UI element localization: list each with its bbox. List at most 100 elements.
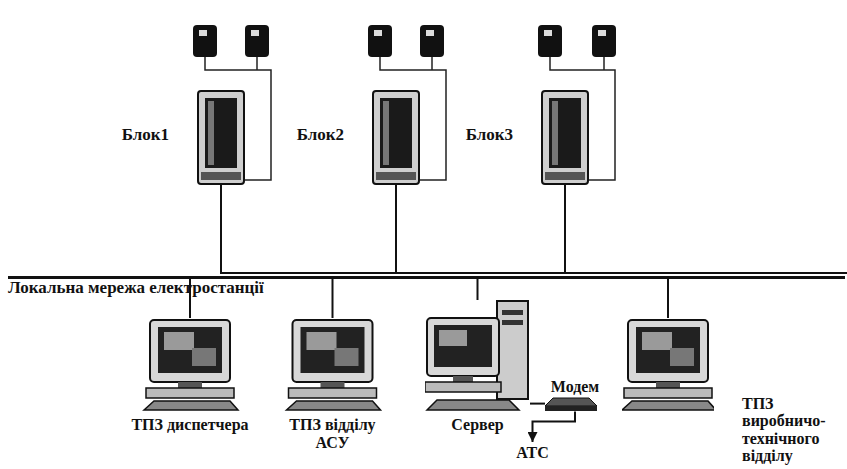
sensor-wire <box>256 57 258 70</box>
cabinet-body <box>542 91 588 184</box>
node-label: Модем <box>545 378 605 396</box>
cabinet-door <box>380 98 412 168</box>
keyboard <box>622 401 714 410</box>
cabinet-highlight <box>552 101 558 165</box>
monitor-frame <box>628 320 708 382</box>
drive-bay <box>502 310 523 315</box>
sensor-device <box>420 25 444 57</box>
sensor-highlight <box>199 30 207 36</box>
monitor-stand <box>656 382 680 388</box>
system-case <box>289 388 377 398</box>
sensor-highlights <box>199 30 606 36</box>
sensor-highlight <box>251 30 259 36</box>
network-link <box>221 185 847 276</box>
sensor-wires <box>205 57 615 180</box>
server-shape <box>425 301 528 410</box>
screen-window <box>335 348 359 366</box>
network-link <box>530 403 545 405</box>
server-computer: Сервер <box>425 300 530 434</box>
cabinet-base <box>201 172 241 180</box>
sensor-wire <box>603 57 605 70</box>
node-label: Блок3 <box>466 126 513 145</box>
cabinet-highlight <box>383 101 389 165</box>
modem-top <box>545 398 597 406</box>
screen-window <box>192 348 216 366</box>
cabinet-door <box>549 98 581 168</box>
screen-window <box>439 330 467 346</box>
modem-icon <box>545 396 605 412</box>
cabinet-base <box>545 172 585 180</box>
control-cabinet: Блок1 <box>197 90 245 185</box>
cabinet-highlight <box>208 101 214 165</box>
node-label: Блок2 <box>297 126 344 145</box>
network-link <box>565 185 847 276</box>
modem-front <box>545 406 597 411</box>
monitor-screen <box>636 327 700 373</box>
cabinet-shape <box>373 91 419 184</box>
sensor-highlight <box>374 30 382 36</box>
cabinet-body <box>373 91 419 184</box>
sensor-device <box>592 25 616 57</box>
keyboard <box>287 401 381 410</box>
monitor-stand <box>178 382 202 388</box>
monitor-frame <box>293 320 373 382</box>
workstation: ТПЗ виробничо-технічного відділу <box>622 318 714 412</box>
control-cabinet: Блок3 <box>541 90 589 185</box>
screen-window <box>642 332 672 350</box>
cabinet-icon <box>541 90 589 185</box>
keyboard <box>427 400 519 410</box>
sensor-highlight <box>598 30 606 36</box>
screen-window <box>164 332 194 350</box>
sensor-highlight <box>544 30 552 36</box>
node-label: ТПЗ відділу АСУ <box>275 416 390 451</box>
drive-bay <box>502 320 523 325</box>
pc-icon <box>275 318 390 412</box>
system-case <box>624 388 712 398</box>
monitor-frame <box>427 318 499 376</box>
telephone-exchange: АТС <box>510 442 555 462</box>
monitor-screen <box>301 327 365 373</box>
pc-icon <box>130 318 250 412</box>
cabinet-door <box>205 98 237 168</box>
monitor-screen <box>158 327 222 373</box>
node-label: ТПЗ виробничо-технічного відділу <box>742 395 842 465</box>
screen-window <box>670 348 694 366</box>
screen-window <box>307 332 337 350</box>
network-link <box>533 412 576 442</box>
node-label: Сервер <box>425 416 530 434</box>
sensor-device <box>538 25 562 57</box>
server-icon <box>425 300 530 412</box>
cabinet-body <box>198 91 244 184</box>
node-label: ТПЗ диспетчера <box>130 416 250 434</box>
cabinet-icon <box>372 90 420 185</box>
system-case <box>146 388 234 398</box>
network-bus: Локальна мережа електростанції <box>8 274 845 298</box>
monitor-frame <box>150 320 230 382</box>
cabinet-shape <box>542 91 588 184</box>
pc-shape <box>144 320 238 410</box>
modem-device: Модем <box>545 378 605 412</box>
network-link <box>332 279 334 318</box>
cabinet-shape <box>198 91 244 184</box>
network-link <box>477 279 479 300</box>
node-label: АТС <box>510 442 555 462</box>
sensor-device <box>368 25 392 57</box>
pc-shape <box>622 320 714 410</box>
pc-shape <box>287 320 381 410</box>
sensor-devices <box>193 25 616 57</box>
workstation: ТПЗ диспетчера <box>130 318 250 434</box>
sensor-wire <box>431 57 433 70</box>
workstation: ТПЗ відділу АСУ <box>275 318 390 451</box>
sensor-device <box>245 25 269 57</box>
pc-icon <box>622 318 714 412</box>
node-label: Блок1 <box>122 126 169 145</box>
monitor-stand <box>321 382 345 388</box>
control-cabinet: Блок2 <box>372 90 420 185</box>
sensor-device <box>193 25 217 57</box>
monitor-screen <box>434 325 492 367</box>
cabinet-base <box>376 172 416 180</box>
sensor-highlight <box>426 30 434 36</box>
